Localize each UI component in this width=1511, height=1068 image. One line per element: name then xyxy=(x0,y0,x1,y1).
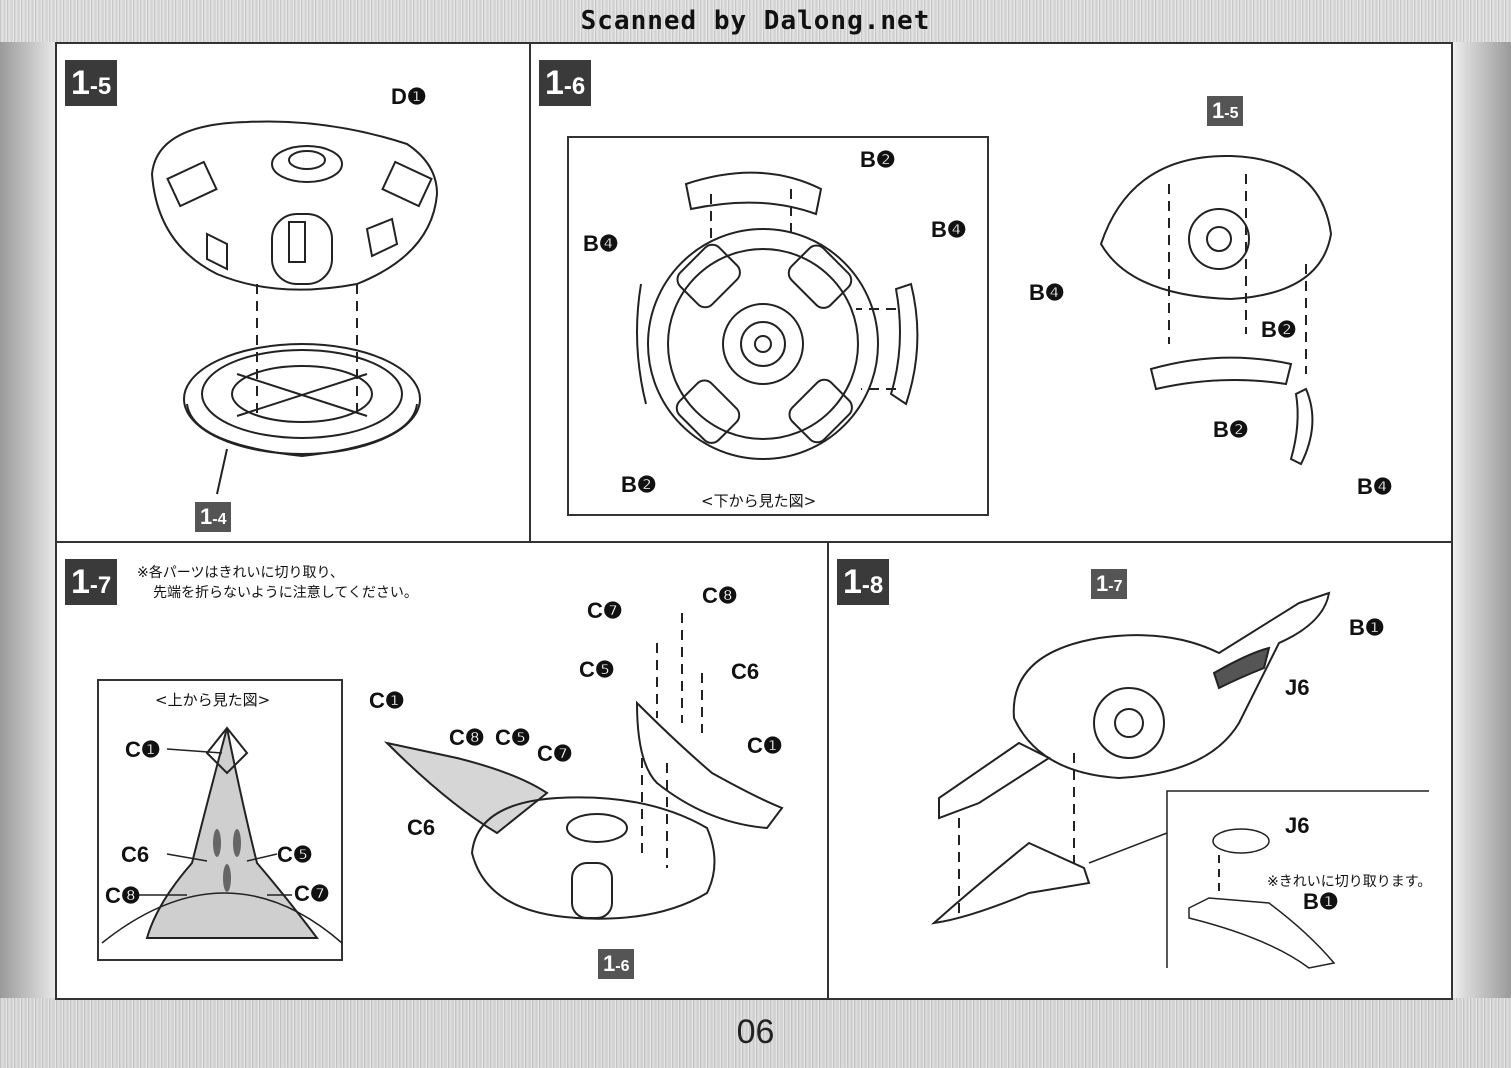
part-label-c8c: C❽ xyxy=(702,583,738,608)
part-label-c1b: C❶ xyxy=(369,688,405,713)
part-label-c5c: C❺ xyxy=(579,657,615,682)
part-label-c5a: C❺ xyxy=(277,842,313,867)
part-label-c7b: C❼ xyxy=(537,741,573,766)
top-view-inset xyxy=(97,679,343,961)
part-label-b2-top: B❷ xyxy=(860,147,896,172)
part-label-b4-r2: B❹ xyxy=(1029,280,1065,305)
part-label-c6c: C6 xyxy=(731,659,760,684)
part-label-c6a: C6 xyxy=(121,842,150,867)
step-number: 1-7 xyxy=(65,559,118,605)
part-label-c7a: C❼ xyxy=(294,881,330,906)
assembly-note-line2: 先端を折らないように注意してください。 xyxy=(153,585,418,601)
step-1-7-panel: 1-7 ※各パーツはきれいに切り取り、 先端を折らないように注意してください。 … xyxy=(55,541,829,1000)
part-label-b4-r3: B❹ xyxy=(1357,474,1393,499)
part-label-d1: D❶ xyxy=(391,84,427,109)
assembly-note-line1: ※各パーツはきれいに切り取り、 xyxy=(137,565,344,581)
part-label-b2-r3: B❷ xyxy=(1213,417,1249,442)
part-label-c1c: C❶ xyxy=(747,733,783,758)
bottom-view-caption: <下から見た図> xyxy=(701,492,817,510)
reference-tag: 1-7 xyxy=(1091,569,1128,599)
part-label-b4-right: B❹ xyxy=(931,217,967,242)
part-label-c1a: C❶ xyxy=(125,737,161,762)
step-number: 1-5 xyxy=(65,60,118,106)
part-label-b1b: B❶ xyxy=(1303,889,1339,914)
reference-tag: 1-4 xyxy=(195,502,232,532)
part-label-j6b: J6 xyxy=(1285,813,1310,838)
dome-upper-illustration xyxy=(150,120,439,495)
scanner-watermark: Scanned by Dalong.net xyxy=(580,6,931,36)
reference-tag: 1-6 xyxy=(598,949,635,979)
top-view-fin-illustration xyxy=(101,613,784,944)
part-label-b2-r2: B❷ xyxy=(1261,317,1297,342)
cutting-note: ※きれいに切り取ります。 xyxy=(1267,874,1432,890)
page-number: 06 xyxy=(736,1013,775,1051)
part-label-c8b: C❽ xyxy=(449,725,485,750)
bottom-border xyxy=(0,998,1511,1068)
step-number: 1-8 xyxy=(837,559,890,605)
step-number: 1-6 xyxy=(539,60,592,106)
step-1-6-panel: 1-6 B❷ B❹ B❹ B❷ <下から見た図> xyxy=(529,42,1453,543)
part-label-c8a: C❽ xyxy=(105,883,141,908)
part-label-b2-bottom: B❷ xyxy=(621,472,657,497)
top-view-caption: <上から見た図> xyxy=(155,691,271,709)
part-label-c7c: C❼ xyxy=(587,598,623,623)
part-label-b1a: B❶ xyxy=(1349,615,1385,640)
step-1-5-panel: 1-5 D❶ 1-4 xyxy=(55,42,531,543)
part-label-c5b: C❺ xyxy=(495,725,531,750)
step-1-8-panel: 1-8 1-7 B❶ J6 J6 ※きれいに切り取ります。 B❶ xyxy=(827,541,1453,1000)
bottom-view-inset xyxy=(567,136,989,516)
top-border xyxy=(0,0,1511,42)
base-bottom-view-illustration xyxy=(636,154,1333,466)
reference-tag: 1-5 xyxy=(1207,96,1244,126)
part-label-b4-left: B❹ xyxy=(583,231,619,256)
fin-attachment-illustration xyxy=(930,591,1429,969)
part-label-c6b: C6 xyxy=(407,815,436,840)
part-label-j6a: J6 xyxy=(1285,675,1310,700)
